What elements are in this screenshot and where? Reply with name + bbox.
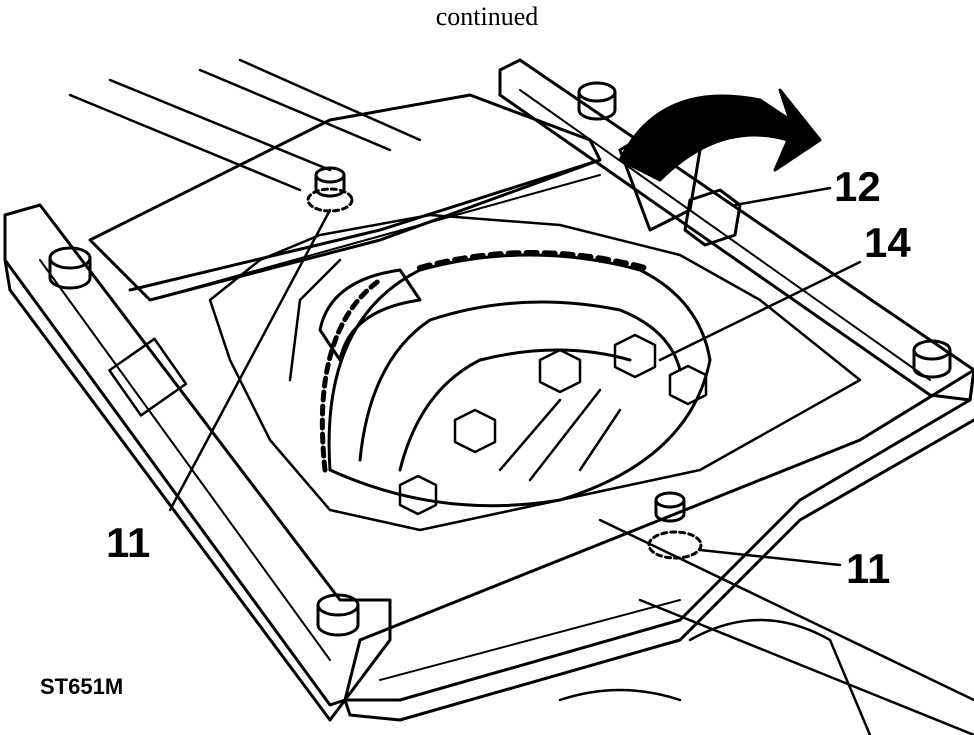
callout-11-right: 11 <box>846 545 891 592</box>
axle-housing <box>68 58 974 735</box>
leader-11-left <box>168 208 332 512</box>
crown-wheel <box>318 250 712 508</box>
corner-bolts <box>48 81 952 637</box>
callout-11-left: 11 <box>106 519 151 566</box>
bolt-11-top <box>306 166 354 213</box>
leader-12 <box>733 186 832 207</box>
rotation-arrow-icon <box>618 88 822 182</box>
top-plate <box>88 93 602 302</box>
leader-11-right <box>698 548 842 567</box>
callout-14: 14 <box>864 219 911 266</box>
leader-14 <box>658 260 862 362</box>
decal-plate <box>108 337 188 417</box>
bottom-plate <box>343 368 974 722</box>
bolt-11-bottom <box>647 491 703 560</box>
figure-code: ST651M <box>40 674 124 699</box>
callout-12: 12 <box>834 163 881 210</box>
continued-caption: continued <box>435 2 539 31</box>
left-bar <box>3 203 392 722</box>
carrier-bolts <box>398 333 708 516</box>
differential-housing <box>208 213 862 532</box>
leader-lines <box>168 186 862 567</box>
